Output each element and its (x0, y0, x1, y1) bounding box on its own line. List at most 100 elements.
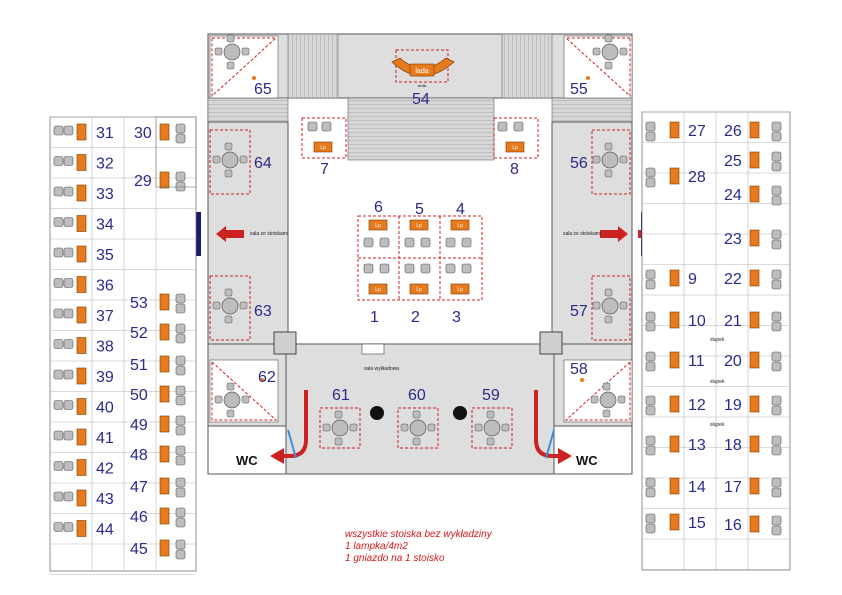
stand-43[interactable] (53, 489, 87, 507)
stand-54[interactable]: lada stolik (391, 49, 455, 88)
stand-number-22: 22 (724, 271, 742, 288)
stand-number-23: 23 (724, 231, 742, 248)
stand-number-53: 53 (130, 295, 148, 312)
stand-41[interactable] (53, 428, 87, 446)
stand-60[interactable] (397, 407, 439, 449)
stand-51[interactable] (159, 355, 186, 376)
stand-number-50: 50 (130, 387, 148, 404)
stand-21[interactable] (749, 311, 782, 332)
stand-number-3: 3 (452, 309, 461, 326)
stand-15[interactable] (645, 513, 680, 534)
stand-57[interactable] (591, 275, 631, 341)
stand-48[interactable] (159, 445, 186, 466)
stand-number-54: 54 (412, 91, 430, 108)
lecture-room-label: sala wykładowa (364, 366, 399, 372)
stand-40[interactable] (53, 398, 87, 415)
stand-42[interactable] (53, 459, 87, 476)
stand-number-47: 47 (130, 479, 148, 496)
stand-19[interactable] (749, 395, 782, 416)
stand-number-13: 13 (688, 437, 706, 454)
stand-28[interactable] (645, 167, 680, 188)
stand-63[interactable] (209, 275, 251, 341)
stand-14[interactable] (645, 477, 680, 498)
stand-8[interactable] (493, 117, 539, 159)
stand-7[interactable] (301, 117, 347, 159)
stand-44[interactable] (53, 520, 87, 537)
note-line-2: 1 lampka/4m2 (345, 541, 408, 552)
column-right (453, 406, 467, 420)
stand-30[interactable] (159, 123, 186, 144)
stand-number-39: 39 (96, 369, 114, 386)
stand-34[interactable] (53, 215, 87, 232)
stand-number-17: 17 (724, 479, 742, 496)
stand-29[interactable] (159, 171, 186, 192)
stand-20[interactable] (749, 351, 782, 372)
stand-35[interactable] (53, 245, 87, 263)
wc-left-label: WC (236, 453, 258, 468)
stand-number-44: 44 (96, 522, 114, 539)
pillar-label-2: słupek (710, 379, 725, 385)
stand-number-9: 9 (688, 271, 697, 288)
stand-number-57: 57 (570, 303, 588, 320)
stand-37[interactable] (53, 306, 87, 324)
stand-33[interactable] (53, 184, 87, 202)
stand-38[interactable] (53, 337, 87, 354)
stand-number-8: 8 (510, 161, 519, 178)
stand-25[interactable] (749, 151, 782, 172)
stand-22[interactable] (749, 269, 782, 290)
stand-10[interactable] (645, 311, 680, 332)
stand-55[interactable] (563, 34, 633, 99)
stand-9[interactable] (645, 269, 680, 290)
stand-number-61: 61 (332, 387, 350, 404)
stand-58[interactable] (563, 359, 633, 423)
stand-number-58: 58 (570, 361, 588, 378)
left-wing: 3132333435363738394041424344302953525150… (49, 116, 197, 575)
stand-61[interactable] (319, 407, 361, 449)
stand-number-2: 2 (411, 309, 420, 326)
stand-23[interactable] (749, 229, 782, 250)
stand-26[interactable] (749, 121, 782, 142)
stand-number-21: 21 (724, 313, 742, 330)
stand-number-62: 62 (258, 369, 276, 386)
note-line-1: wszystkie stoiska bez wykładziny (345, 529, 492, 540)
center-island (357, 215, 483, 301)
stand-24[interactable] (749, 185, 782, 206)
stand-50[interactable] (159, 385, 186, 406)
stand-32[interactable] (53, 154, 87, 171)
stand-27[interactable] (645, 121, 680, 142)
stand-number-59: 59 (482, 387, 500, 404)
stand-number-48: 48 (130, 447, 148, 464)
stand-65[interactable] (209, 34, 279, 99)
stand-64[interactable] (209, 129, 251, 195)
stand-31[interactable] (53, 123, 87, 141)
stand-46[interactable] (159, 507, 186, 528)
stand-17[interactable] (749, 477, 782, 498)
hall-left-label: sala ze stoiskami (250, 231, 288, 237)
stand-number-34: 34 (96, 217, 114, 234)
stand-12[interactable] (645, 395, 680, 416)
stand-56[interactable] (591, 129, 631, 195)
stand-62[interactable] (209, 359, 279, 423)
right-wing: 272891011121314152625242322212019181716s… (641, 111, 791, 571)
stand-52[interactable] (159, 323, 186, 344)
stand-number-52: 52 (130, 325, 148, 342)
stand-18[interactable] (749, 435, 782, 456)
stand-number-20: 20 (724, 353, 742, 370)
stand-59[interactable] (471, 407, 513, 449)
stand-53[interactable] (159, 293, 186, 314)
stand-11[interactable] (645, 351, 680, 372)
stand-47[interactable] (159, 477, 186, 498)
stand-39[interactable] (53, 367, 87, 385)
stand-number-43: 43 (96, 491, 114, 508)
stand-number-40: 40 (96, 400, 114, 417)
stand-36[interactable] (53, 276, 87, 293)
stand-number-36: 36 (96, 278, 114, 295)
stand-45[interactable] (159, 539, 186, 560)
stand-number-32: 32 (96, 156, 114, 173)
stand-16[interactable] (749, 515, 782, 536)
hall-right-label: sala ze stoiskami (563, 231, 601, 237)
top-gallery-stairs-left (287, 33, 339, 99)
stand-13[interactable] (645, 435, 680, 456)
stand-49[interactable] (159, 415, 186, 436)
stand-number-46: 46 (130, 509, 148, 526)
